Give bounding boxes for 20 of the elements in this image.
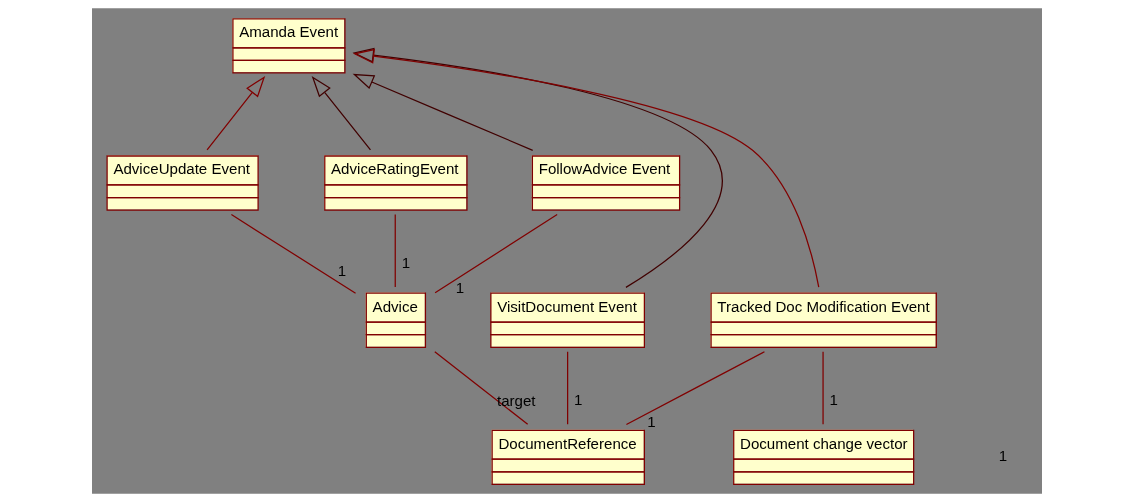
arrow [206, 75, 266, 151]
arrow [311, 75, 372, 151]
connector [625, 351, 766, 426]
arrow [352, 73, 534, 151]
connector [394, 213, 396, 288]
edge-label: 1 [401, 254, 411, 272]
connector [230, 213, 357, 294]
connector [822, 351, 824, 425]
connector [567, 351, 569, 425]
label: 1 [998, 446, 1008, 464]
edge-label: 1 [647, 413, 656, 431]
arrow [352, 47, 723, 288]
edge-label: target [496, 391, 536, 409]
arrow [352, 48, 820, 288]
edge-label: 1 [574, 391, 583, 409]
edge-label: 1 [337, 261, 347, 279]
edge-label: 1 [455, 279, 465, 297]
edge-label: 1 [829, 391, 838, 409]
connector [434, 351, 529, 425]
connector [434, 213, 558, 294]
